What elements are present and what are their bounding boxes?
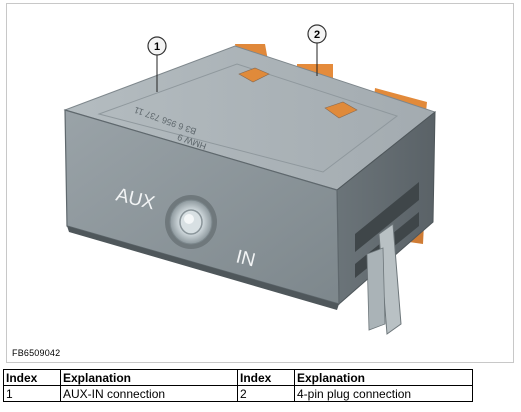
header-explanation-2: Explanation [294, 369, 473, 386]
row-explanation-2: 4-pin plug connection [294, 385, 473, 402]
row-index-2: 2 [237, 385, 295, 402]
callout-2-number: 2 [314, 29, 320, 41]
header-index-2: Index [237, 369, 295, 386]
aux-in-module-figure: B3 6 956 737 11 HMW 9 AUX IN 1 [6, 3, 514, 363]
aux-jack [165, 195, 217, 249]
header-explanation-1: Explanation [60, 369, 238, 386]
legend-table: Index Explanation Index Explanation 1 AU… [3, 369, 473, 402]
row-explanation-1: AUX-IN connection [60, 385, 238, 402]
module-illustration: B3 6 956 737 11 HMW 9 AUX IN 1 [63, 24, 437, 335]
figure-id: FB6509042 [12, 348, 61, 358]
in-label: IN [234, 246, 258, 271]
row-index-1: 1 [3, 385, 61, 402]
callout-2: 2 [307, 24, 327, 76]
callout-1: 1 [147, 36, 167, 92]
callout-1-number: 1 [154, 41, 160, 53]
legend-row: 1 AUX-IN connection 2 4-pin plug connect… [3, 385, 473, 402]
legend-header-row: Index Explanation Index Explanation [3, 369, 473, 386]
header-index-1: Index [3, 369, 61, 386]
